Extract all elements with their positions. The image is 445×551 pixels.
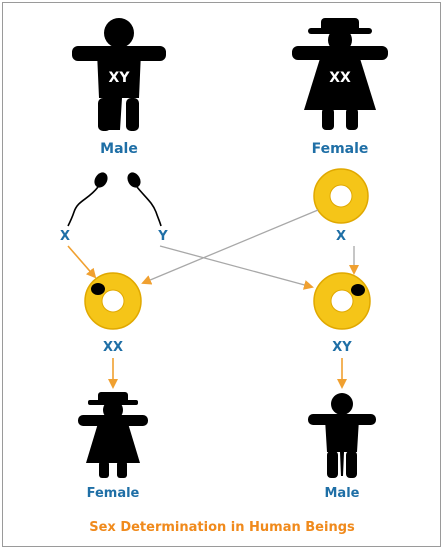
zygote-xy-icon (313, 272, 371, 330)
arrow-sperm-x-to-left-zygote (67, 245, 97, 279)
male-parent-chromosomes: XY (109, 70, 131, 86)
egg-x-label: X (336, 229, 346, 244)
arrow-egg-to-left-zygote (141, 209, 319, 285)
female-offspring-figure-icon (78, 392, 148, 478)
male-parent-label: Male (100, 141, 138, 157)
female-parent-chromosomes: XX (329, 70, 351, 86)
sperm-y-label: Y (157, 229, 168, 244)
sperm-y-icon (127, 172, 162, 227)
male-offspring-label: Male (325, 486, 360, 501)
female-offspring-label: Female (87, 486, 140, 501)
zygote-xy-label: XY (332, 340, 352, 355)
female-parent-label: Female (312, 141, 369, 157)
female-parent-figure-icon (292, 18, 388, 130)
male-parent-figure-icon (72, 18, 166, 131)
sperm-x-label: X (60, 229, 70, 244)
arrow-sperm-y-to-right-zygote (159, 245, 314, 290)
male-offspring-figure-icon (308, 393, 376, 478)
sperm-x-icon (67, 172, 108, 227)
diagram-caption: Sex Determination in Human Beings (89, 520, 355, 535)
zygote-xx-label: XX (103, 340, 123, 355)
egg-cell-icon (313, 168, 369, 224)
zygote-xx-icon (84, 272, 142, 330)
